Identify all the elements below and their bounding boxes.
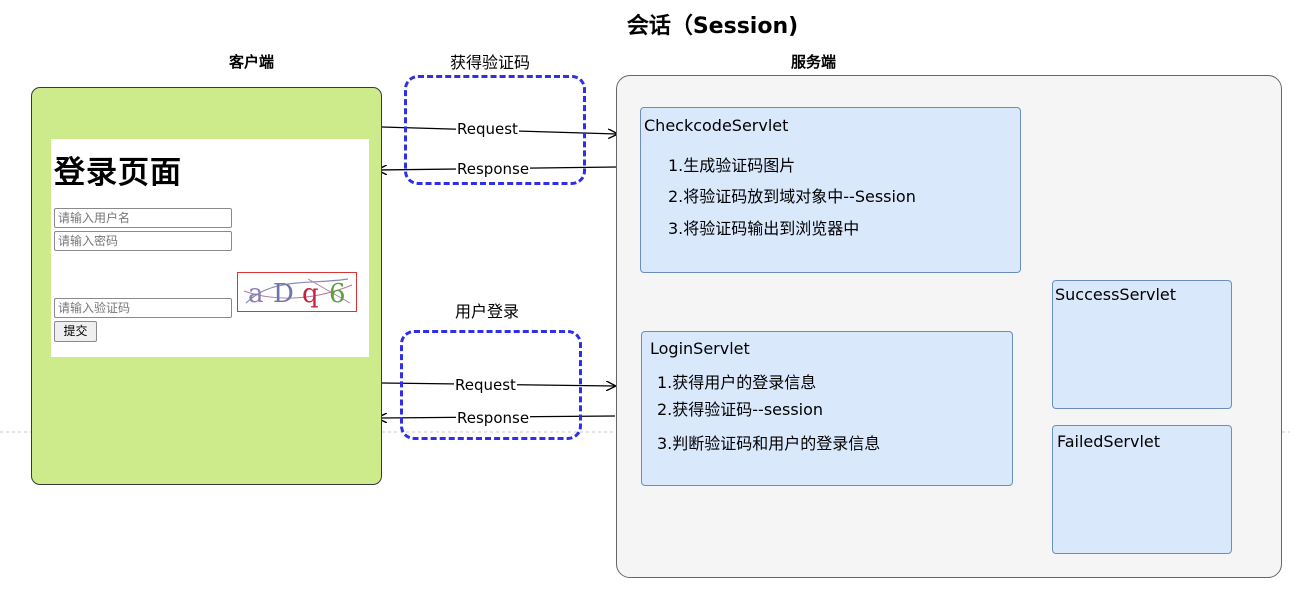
checkcode-step-1: 1.生成验证码图片 [668, 156, 796, 175]
login-servlet-name: LoginServlet [650, 339, 750, 358]
checkcode-servlet: CheckcodeServlet 1.生成验证码图片 2.将验证码放到域对象中-… [640, 107, 1021, 273]
svg-text:D: D [273, 279, 294, 309]
svg-text:a: a [248, 279, 264, 309]
username-input[interactable]: 请输入用户名 [54, 208, 232, 228]
captcha-image[interactable]: a D q 6 [237, 272, 357, 312]
get-captcha-label: 获得验证码 [450, 53, 531, 72]
login-page-mockup: 登录页面 请输入用户名 请输入密码 请输入验证码 提交 a D q 6 [51, 139, 369, 357]
captcha-response-label: Response [456, 160, 531, 178]
captcha-input[interactable]: 请输入验证码 [54, 298, 232, 318]
user-login-label: 用户登录 [455, 302, 520, 321]
server-heading: 服务端 [791, 53, 837, 71]
login-servlet: LoginServlet 1.获得用户的登录信息 2.获得验证码--sessio… [641, 331, 1013, 486]
client-heading: 客户端 [229, 53, 275, 71]
svg-text:6: 6 [329, 279, 346, 309]
checkcode-step-3: 3.将验证码输出到浏览器中 [668, 219, 860, 238]
failed-servlet-name: FailedServlet [1057, 432, 1161, 451]
login-request-label: Request [454, 376, 517, 394]
login-step-2: 2.获得验证码--session [657, 400, 824, 419]
success-servlet-name: SuccessServlet [1055, 285, 1177, 304]
login-step-1: 1.获得用户的登录信息 [657, 373, 817, 392]
success-servlet: SuccessServlet [1052, 280, 1232, 409]
login-response-label: Response [456, 409, 531, 427]
submit-button[interactable]: 提交 [54, 321, 97, 342]
diagram-title: 会话（Session) [626, 14, 799, 39]
captcha-graphic: a D q 6 [243, 278, 353, 309]
checkcode-servlet-name: CheckcodeServlet [644, 116, 789, 135]
user-login-group [400, 330, 582, 440]
captcha-request-label: Request [456, 120, 519, 138]
svg-text:q: q [302, 279, 319, 309]
get-captcha-group [404, 75, 586, 185]
checkcode-step-2: 2.将验证码放到域对象中--Session [668, 187, 916, 206]
login-step-3: 3.判断验证码和用户的登录信息 [657, 434, 881, 453]
login-page-title: 登录页面 [54, 155, 182, 191]
failed-servlet: FailedServlet [1052, 425, 1232, 554]
password-input[interactable]: 请输入密码 [54, 231, 232, 251]
